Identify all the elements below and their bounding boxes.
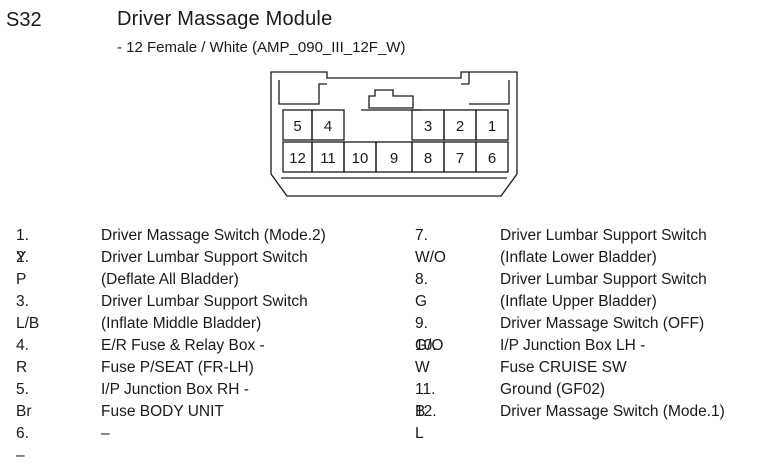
pin-description-line: Fuse CRUISE SW	[500, 359, 627, 376]
pin-cell-label: 3	[424, 118, 432, 135]
pin-cell-label: 2	[456, 118, 464, 135]
connector-latch	[368, 89, 414, 109]
pin-description: Driver Lumbar Support Switch (Inflate Upp…	[500, 269, 707, 313]
pin-cell-label: 6	[488, 150, 496, 167]
pin-cell	[475, 141, 509, 173]
pin-description: E/R Fuse & Relay Box - Fuse P/SEAT (FR-LH…	[101, 335, 265, 379]
pin-description-line: –	[101, 425, 110, 442]
pin-description-line: Driver Massage Switch (OFF)	[500, 315, 705, 332]
pin-cell-label: 12	[289, 150, 306, 167]
connector-diagram: 5 4 3 2 1 12 11 10 9 8 7 6	[270, 71, 518, 197]
pin-cell-label: 5	[293, 118, 301, 135]
pin-description: I/P Junction Box RH - Fuse BODY UNIT	[101, 379, 249, 423]
pin-description: Driver Lumbar Support Switch (Inflate Low…	[500, 225, 707, 269]
pin-cell-label: 11	[320, 150, 336, 167]
pin-description-line: (Deflate All Bladder)	[101, 271, 239, 288]
pin-cell-label: 10	[352, 150, 369, 167]
pin-description: Driver Massage Switch (OFF)	[500, 313, 704, 335]
pin-number: 1. Y	[16, 227, 29, 266]
pin-number: 8. G	[415, 271, 428, 310]
pin-description: Driver Massage Switch (Mode.2)	[101, 225, 326, 247]
pin-cell-label: 9	[390, 150, 398, 167]
pin-cell-label: 8	[424, 150, 432, 167]
pin-cell	[475, 109, 509, 141]
pin-number: 5. Br	[16, 381, 32, 420]
pin-description-line: (Inflate Lower Bladder)	[500, 249, 657, 266]
pin-description-line: Driver Lumbar Support Switch	[101, 293, 308, 310]
pin-cell	[311, 109, 345, 141]
pin-cell-label: 4	[324, 118, 332, 135]
pin-description-line: (Inflate Middle Bladder)	[101, 315, 262, 332]
connector-housing-outline	[270, 71, 518, 197]
pin-number: 4. R	[16, 337, 29, 376]
pin-description: I/P Junction Box LH - Fuse CRUISE SW	[500, 335, 645, 379]
pin-description-line: Ground (GF02)	[500, 381, 606, 398]
pin-description: Driver Lumbar Support Switch (Deflate All…	[101, 247, 308, 291]
pin-description-line: E/R Fuse & Relay Box -	[101, 337, 265, 354]
pin-number: 3. L/B	[16, 293, 40, 332]
pin-number: 7. W/O	[415, 227, 446, 266]
pin-description: Ground (GF02)	[500, 379, 605, 401]
pin-cell-label: 7	[456, 150, 464, 167]
connector-inner-wall	[278, 72, 510, 105]
pin-description-line: Driver Lumbar Support Switch	[500, 271, 707, 288]
pin-number: 6. –	[16, 425, 29, 464]
pin-number: 10. W	[415, 337, 437, 376]
pin-number: 12. L	[415, 403, 437, 442]
pin-description-line: (Inflate Upper Bladder)	[500, 293, 657, 310]
pin-description-line: I/P Junction Box RH -	[101, 381, 249, 398]
connector-code: S32	[6, 9, 42, 31]
pin-description-line: Fuse P/SEAT (FR-LH)	[101, 359, 254, 376]
pin-description-line: Fuse BODY UNIT	[101, 403, 224, 420]
pin-description-line: Driver Lumbar Support Switch	[500, 227, 707, 244]
pin-description-line: Driver Massage Switch (Mode.1)	[500, 403, 725, 420]
pin-assignment-list: 1. Y Driver Massage Switch (Mode.2) 2. P Dr…	[16, 225, 725, 464]
pin-number: 9. G/O	[415, 315, 444, 354]
pin-number: 11. B	[415, 381, 436, 420]
pin-description: –	[101, 423, 110, 445]
connector-spec: - 12 Female / White (AMP_090_III_12F_W)	[117, 39, 406, 56]
pin-description-line: Driver Massage Switch (Mode.2)	[101, 227, 326, 244]
pin-description: Driver Lumbar Support Switch (Inflate Mid…	[101, 291, 308, 335]
pin-cell-label: 1	[488, 118, 496, 135]
pin-description-line: Driver Lumbar Support Switch	[101, 249, 308, 266]
pin-number: 2. P	[16, 249, 29, 288]
module-title: Driver Massage Module	[117, 8, 333, 30]
pin-description-line: I/P Junction Box LH -	[500, 337, 646, 354]
pin-description: Driver Massage Switch (Mode.1)	[500, 401, 725, 423]
